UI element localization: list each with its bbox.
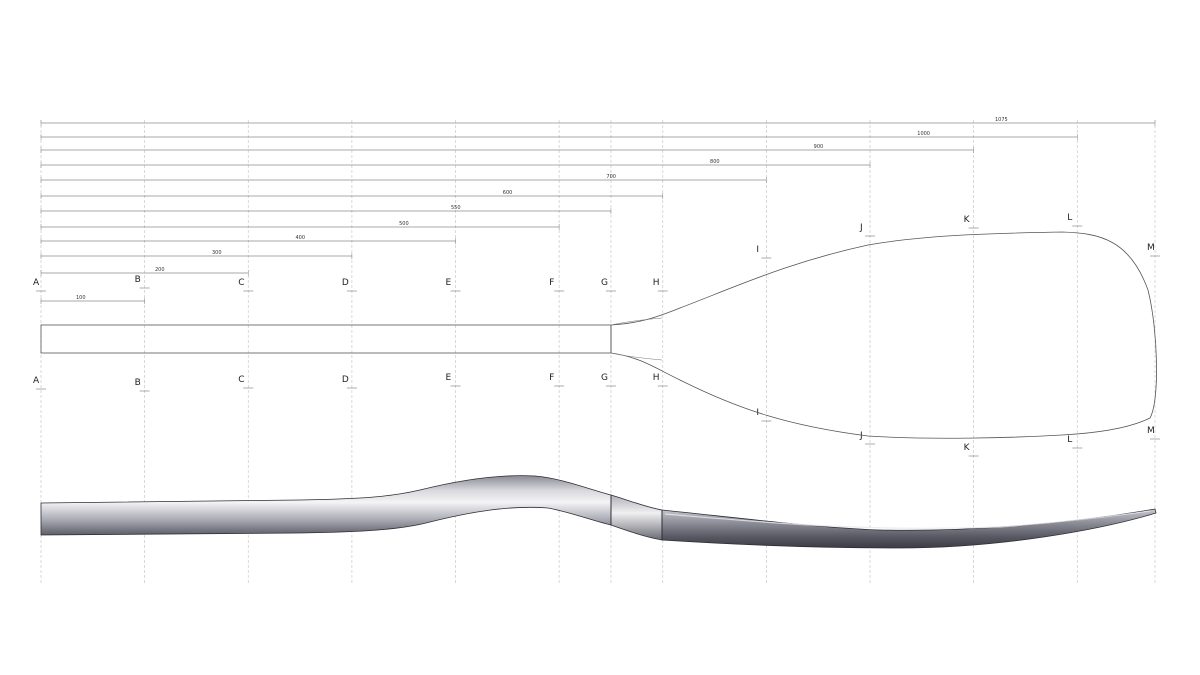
section-label-top-a: A	[33, 278, 40, 288]
section-label-bottom-m: M	[1147, 426, 1155, 436]
section-label-bottom-e: E	[446, 373, 452, 383]
section-label-top-i: I	[756, 245, 759, 255]
shaft-outline	[40, 324, 612, 354]
section-label-bottom-l: L	[1067, 435, 1072, 445]
section-label-bottom-a: A	[33, 376, 40, 386]
section-label-top-k: K	[964, 215, 971, 225]
dimension-label-400: 400	[296, 235, 306, 241]
dimension-label-1000: 1000	[917, 131, 930, 137]
section-label-bottom-j: J	[859, 431, 863, 441]
dimension-label-550: 550	[451, 205, 461, 211]
blade-highlight	[664, 510, 1151, 529]
dimension-label-600: 600	[503, 190, 513, 196]
section-label-top-m: M	[1147, 243, 1155, 253]
neck-side	[610, 494, 663, 541]
section-label-top-j: J	[859, 223, 863, 233]
dimension-label-1075: 1075	[995, 117, 1008, 123]
section-label-bottom-k: K	[964, 443, 971, 453]
dimension-label-200: 200	[155, 267, 165, 273]
section-label-bottom-f: F	[549, 373, 554, 383]
section-label-bottom-b: B	[135, 378, 141, 388]
dimension-label-300: 300	[212, 250, 222, 256]
neck-outline	[610, 317, 663, 361]
shaft-side	[40, 475, 612, 536]
dimension-label-100: 100	[76, 295, 86, 301]
section-label-top-h: H	[653, 278, 660, 288]
dimension-label-900: 900	[814, 144, 824, 150]
section-label-bottom-h: H	[653, 373, 660, 383]
side-view	[40, 475, 1157, 549]
section-label-bottom-g: G	[601, 373, 608, 383]
section-label-bottom-d: D	[342, 375, 349, 385]
blade-outline	[610, 231, 1157, 439]
dimension-label-800: 800	[710, 159, 720, 165]
section-label-top-f: F	[549, 278, 554, 288]
section-label-top-l: L	[1067, 213, 1072, 223]
section-label-top-c: C	[238, 278, 244, 288]
top-view	[40, 231, 1157, 439]
section-label-bottom-c: C	[238, 375, 244, 385]
dimension-lines: 100 200 300 400 500 550 600 700 800 900 1000 1075	[40, 117, 1156, 304]
dimension-label-700: 700	[606, 174, 616, 180]
section-label-bottom-i: I	[756, 408, 759, 418]
section-label-top-g: G	[601, 278, 608, 288]
section-label-top-e: E	[446, 278, 452, 288]
dimension-label-500: 500	[399, 221, 409, 227]
section-label-top-b: B	[135, 275, 141, 285]
section-label-top-d: D	[342, 278, 349, 288]
blade-side	[661, 508, 1157, 549]
